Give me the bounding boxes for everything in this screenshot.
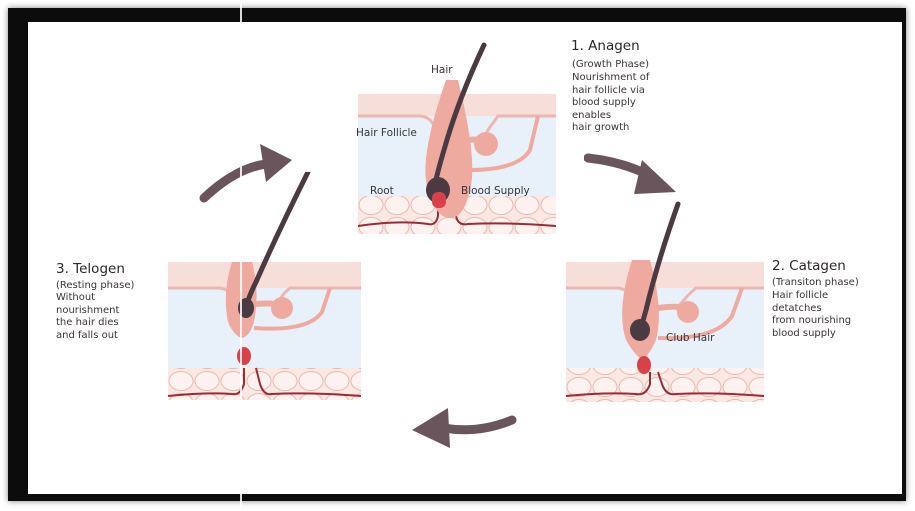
catagen-desc-line: blood supply: [772, 328, 851, 341]
label-hair-follicle: Hair Follicle: [356, 128, 417, 139]
anagen-desc-line: Nourishment of: [572, 72, 649, 85]
catagen-subtitle: (Transiton phase): [772, 277, 859, 290]
label-blood-supply: Blood Supply: [461, 186, 530, 197]
anagen-description: Nourishment of hair follicle via blood s…: [572, 72, 649, 135]
anagen-desc-line: enables: [572, 110, 649, 123]
catagen-desc-line: from nourishing: [772, 315, 851, 328]
telogen-desc-line: and falls out: [56, 330, 119, 343]
anagen-desc-line: hair growth: [572, 122, 649, 135]
photo-glare-line: [240, 0, 242, 511]
label-club-hair: Club Hair: [666, 333, 714, 344]
arrow-catagen-to-telogen: [408, 404, 518, 452]
telogen-description: Without nourishment the hair dies and fa…: [56, 292, 119, 342]
catagen-panel: [566, 200, 766, 405]
label-hair: Hair: [431, 65, 453, 76]
telogen-desc-line: nourishment: [56, 305, 119, 318]
catagen-desc-line: Hair follicle: [772, 290, 851, 303]
anagen-desc-line: hair follicle via: [572, 85, 649, 98]
catagen-description: Hair follicle detatches from nourishing …: [772, 290, 851, 340]
telogen-title: 3. Telogen: [56, 263, 125, 277]
telogen-desc-line: the hair dies: [56, 317, 119, 330]
anagen-subtitle: (Growth Phase): [572, 59, 649, 72]
arrow-telogen-to-anagen: [196, 138, 296, 204]
label-root: Root: [370, 186, 394, 197]
anagen-title: 1. Anagen: [571, 40, 640, 54]
catagen-title: 2. Catagen: [772, 260, 846, 274]
arrow-anagen-to-catagen: [584, 152, 680, 200]
anagen-desc-line: blood supply: [572, 97, 649, 110]
telogen-subtitle: (Resting phase): [56, 280, 134, 293]
telogen-panel: [168, 172, 362, 402]
telogen-desc-line: Without: [56, 292, 119, 305]
catagen-desc-line: detatches: [772, 303, 851, 316]
